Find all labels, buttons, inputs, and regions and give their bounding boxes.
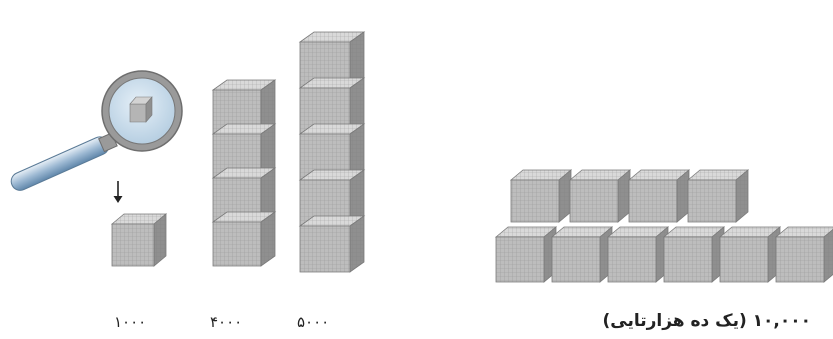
thousand-cube bbox=[570, 170, 630, 222]
thousand-cube bbox=[608, 227, 668, 282]
label-1000: ۱۰۰۰ bbox=[114, 313, 146, 331]
magnified-cube bbox=[130, 97, 152, 122]
thousand-cube bbox=[629, 170, 689, 222]
thousand-cube bbox=[688, 170, 748, 222]
cube-stack-1000 bbox=[112, 214, 166, 266]
label-4000: ۴۰۰۰ bbox=[210, 313, 242, 331]
thousand-cube bbox=[552, 227, 612, 282]
down-arrow-icon bbox=[114, 181, 123, 203]
cube-group-10000 bbox=[496, 170, 833, 282]
label-10000-caption: ۱۰,۰۰۰ (یک ده هزارتایی) bbox=[602, 311, 811, 331]
thousand-cube bbox=[664, 227, 724, 282]
thousand-cube bbox=[112, 214, 166, 266]
thousand-cube bbox=[213, 212, 275, 266]
thousand-cube bbox=[496, 227, 556, 282]
thousand-cube bbox=[776, 227, 833, 282]
thousand-cube bbox=[511, 170, 571, 222]
thousand-cube bbox=[300, 216, 364, 272]
thousand-cube bbox=[720, 227, 780, 282]
cube-stack-5000 bbox=[300, 32, 364, 272]
cube-stack-4000 bbox=[213, 80, 275, 266]
magnifying-glass-icon bbox=[8, 71, 182, 193]
label-5000: ۵۰۰۰ bbox=[297, 313, 329, 331]
